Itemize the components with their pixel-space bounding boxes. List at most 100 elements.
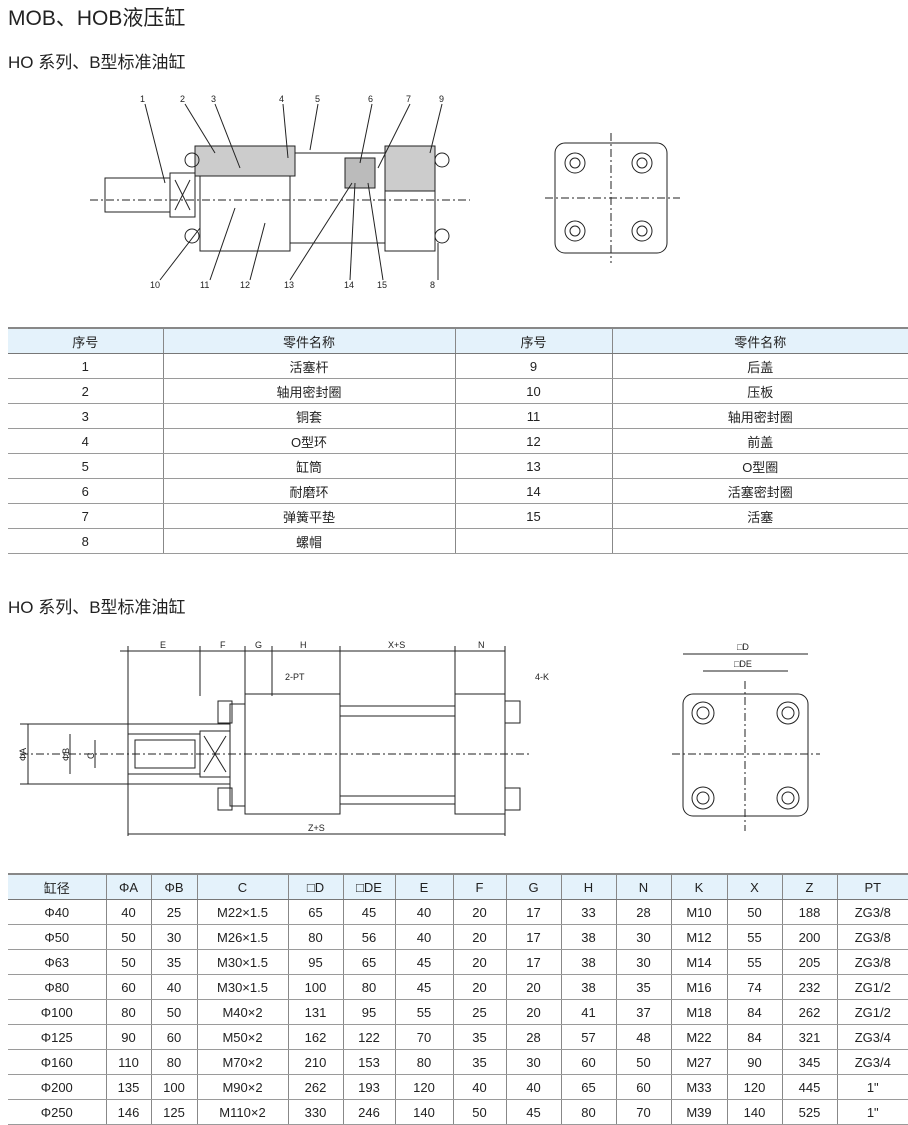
dim-cell: 28 [615,899,671,925]
dim-cell: 40 [150,974,197,1000]
part-name-cell: 缸筒 [162,453,455,479]
dim-cell: 40 [394,899,453,925]
callout-4: 4 [279,94,284,104]
dim-cell: 35 [452,1024,506,1050]
dim-cell: M70×2 [196,1049,288,1075]
dim-cell: 140 [726,1099,782,1125]
dim-cell: 40 [452,1074,506,1100]
dim-cell: 120 [726,1074,782,1100]
dim-cell: 80 [394,1049,453,1075]
dim-cell: 262 [781,999,837,1025]
part-no-cell: 11 [454,403,612,429]
part-name-cell: O型环 [162,428,455,454]
dim-cell: 55 [394,999,453,1025]
part-name-cell: 后盖 [611,353,908,379]
dim-cell: ZG3/4 [836,1024,908,1050]
dim-cell: 38 [560,949,616,975]
dim-cell: M50×2 [196,1024,288,1050]
part-name-cell: 活塞 [611,503,908,529]
callout-7: 7 [406,94,411,104]
dim-cell: 122 [342,1024,395,1050]
dim-cell: 20 [452,974,506,1000]
dim-cell: 110 [105,1049,151,1075]
dim-cell: 65 [287,899,343,925]
dim-cell: Φ50 [8,924,106,950]
dim-pt: 2-PT [285,672,305,682]
callout-10: 10 [150,280,160,290]
dim-cell: 55 [726,949,782,975]
dim-cell: 80 [287,924,343,950]
header-cell: X [726,874,782,900]
dim-cell: 100 [287,974,343,1000]
dim-cell: 35 [615,974,671,1000]
dim-cell: 38 [560,974,616,1000]
dim-cell: 20 [452,899,506,925]
dim-cell: ZG1/2 [836,974,908,1000]
dim-a: ΦA [18,748,28,761]
dim-cell: 80 [150,1049,197,1075]
dim-cell: ZG1/2 [836,999,908,1025]
dim-cell: 40 [105,899,151,925]
dim-cell: M30×1.5 [196,949,288,975]
header-cell: K [670,874,727,900]
dim-cell: 30 [615,949,671,975]
dim-cell: 262 [287,1074,343,1100]
dim-cell: 33 [560,899,616,925]
dim-cell: 28 [505,1024,561,1050]
dim-cell: 140 [394,1099,453,1125]
dim-cell: 38 [560,924,616,950]
header-cell: G [505,874,561,900]
header-cell: □DE [342,874,395,900]
dim-cell: 146 [105,1099,151,1125]
dim-cell: 20 [505,974,561,1000]
dim-cell: 50 [726,899,782,925]
part-name-cell: 轴用密封圈 [162,378,455,404]
dim-cell: 40 [505,1074,561,1100]
dim-cell: 65 [342,949,395,975]
part-no-cell: 14 [454,478,612,504]
dim-g: G [255,640,262,650]
dim-cell: M16 [670,974,727,1000]
header-cell: H [560,874,616,900]
dim-cell: Φ250 [8,1099,106,1125]
part-no-cell: 5 [8,453,163,479]
dim-cell: M22 [670,1024,727,1050]
dim-cell: 25 [452,999,506,1025]
dim-c: C [86,752,96,759]
dim-cell: 25 [150,899,197,925]
dim-cell: 95 [342,999,395,1025]
callout-13: 13 [284,280,294,290]
header-name: 零件名称 [611,328,908,354]
dim-cell: 80 [342,974,395,1000]
dim-cell: 80 [560,1099,616,1125]
dim-cell: 100 [150,1074,197,1100]
dim-cell: 40 [394,924,453,950]
header-cell: N [615,874,671,900]
dim-cell: 205 [781,949,837,975]
dim-cell: 30 [505,1049,561,1075]
dim-cell: 60 [105,974,151,1000]
dim-cell: 120 [394,1074,453,1100]
header-name: 零件名称 [162,328,455,354]
part-name-cell: 螺帽 [162,528,455,554]
dim-cell: 1" [836,1074,908,1100]
dim-cell: Φ80 [8,974,106,1000]
dim-cell: M39 [670,1099,727,1125]
dim-cell: Φ160 [8,1049,106,1075]
dim-cell: 525 [781,1099,837,1125]
dim-cell: 30 [615,924,671,950]
dim-cell: 30 [150,924,197,950]
part-no-cell: 12 [454,428,612,454]
dim-cell: 345 [781,1049,837,1075]
dim-cell: 65 [560,1074,616,1100]
dim-cell: 45 [394,949,453,975]
dim-cell: 84 [726,999,782,1025]
dim-cell: 200 [781,924,837,950]
part-name-cell: 前盖 [611,428,908,454]
